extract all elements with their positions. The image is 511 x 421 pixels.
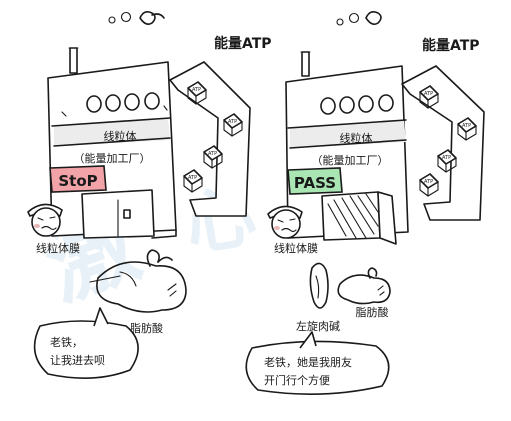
factory-title: 线粒体 [340, 131, 373, 145]
atp-box: ATP [437, 149, 457, 173]
pass-sign-text: PASS [294, 174, 336, 192]
energy-atp-label: 能量ATP [422, 37, 480, 54]
membrane-line [151, 229, 177, 239]
smoke-icon [108, 11, 165, 25]
chimney [68, 47, 79, 74]
atp-box: ATP [203, 145, 223, 169]
speech-line-2: 让我进去呗 [50, 354, 105, 367]
stop-sign: StoP [49, 165, 107, 193]
membrane-label: 线粒体膜 [274, 241, 318, 255]
speech-line-2: 开门行个方便 [264, 373, 330, 387]
atp-box: ATP [187, 81, 207, 105]
speech-line-1: 老铁， [50, 336, 83, 349]
right-panel: ATP ATP ATP ATP 能量ATP [245, 11, 485, 395]
stop-sign-background [49, 165, 107, 193]
atp-conveyor: ATP ATP ATP ATP [169, 61, 251, 217]
gatekeeper-face-icon [267, 205, 303, 239]
fatty-acid-blob-icon [337, 267, 391, 305]
molecule-label: 脂肪酸 [130, 321, 163, 335]
smoke-icon [336, 11, 382, 26]
factory-subtitle: （能量加工厂） [312, 153, 389, 167]
atp-box-label: ATP [228, 119, 237, 125]
open-gate [321, 191, 397, 245]
atp-box: ATP [183, 169, 203, 193]
factory-subtitle: （能量加工厂） [74, 151, 151, 165]
gatekeeper-face-icon [27, 203, 63, 237]
atp-box-label: ATP [424, 91, 433, 97]
carnitine-bean-icon [309, 262, 329, 309]
atp-box: ATP [419, 173, 439, 197]
factory-windows [320, 94, 394, 115]
atp-box: ATP [223, 113, 243, 137]
atp-box: ATP [457, 117, 477, 141]
speech-line-1: 老铁，她是我朋友 [264, 355, 352, 369]
atp-box-label: ATP [424, 179, 433, 185]
chimney [300, 51, 311, 77]
pass-sign: PASS [287, 167, 343, 195]
speech-bubble: 老铁，她是我朋友 开门行个方便 [245, 331, 390, 395]
atp-box: ATP [419, 85, 439, 109]
molecule-label: 脂肪酸 [356, 305, 389, 319]
atp-conveyor: ATP ATP ATP ATP [401, 65, 485, 221]
speech-bubble: 老铁， 让我进去呗 [33, 307, 139, 379]
atp-box-label: ATP [462, 123, 471, 129]
stop-sign-text: StoP [58, 172, 97, 190]
membrane-label: 线粒体膜 [36, 241, 80, 255]
atp-box-label: ATP [192, 87, 201, 93]
fatty-acid-blob-icon [89, 249, 187, 313]
left-panel: ATP ATP ATP ATP 能量ATP [27, 11, 272, 379]
closed-gate [81, 189, 155, 239]
energy-atp-label: 能量ATP [214, 35, 272, 52]
atp-box-label: ATP [442, 155, 451, 161]
factory-windows [61, 92, 168, 117]
atp-box-label: ATP [208, 151, 217, 157]
carrier-label: 左旋肉碱 [296, 319, 340, 333]
pass-sign-background [287, 167, 343, 195]
factory-title: 线粒体 [104, 129, 137, 143]
atp-box-label: ATP [188, 175, 197, 181]
